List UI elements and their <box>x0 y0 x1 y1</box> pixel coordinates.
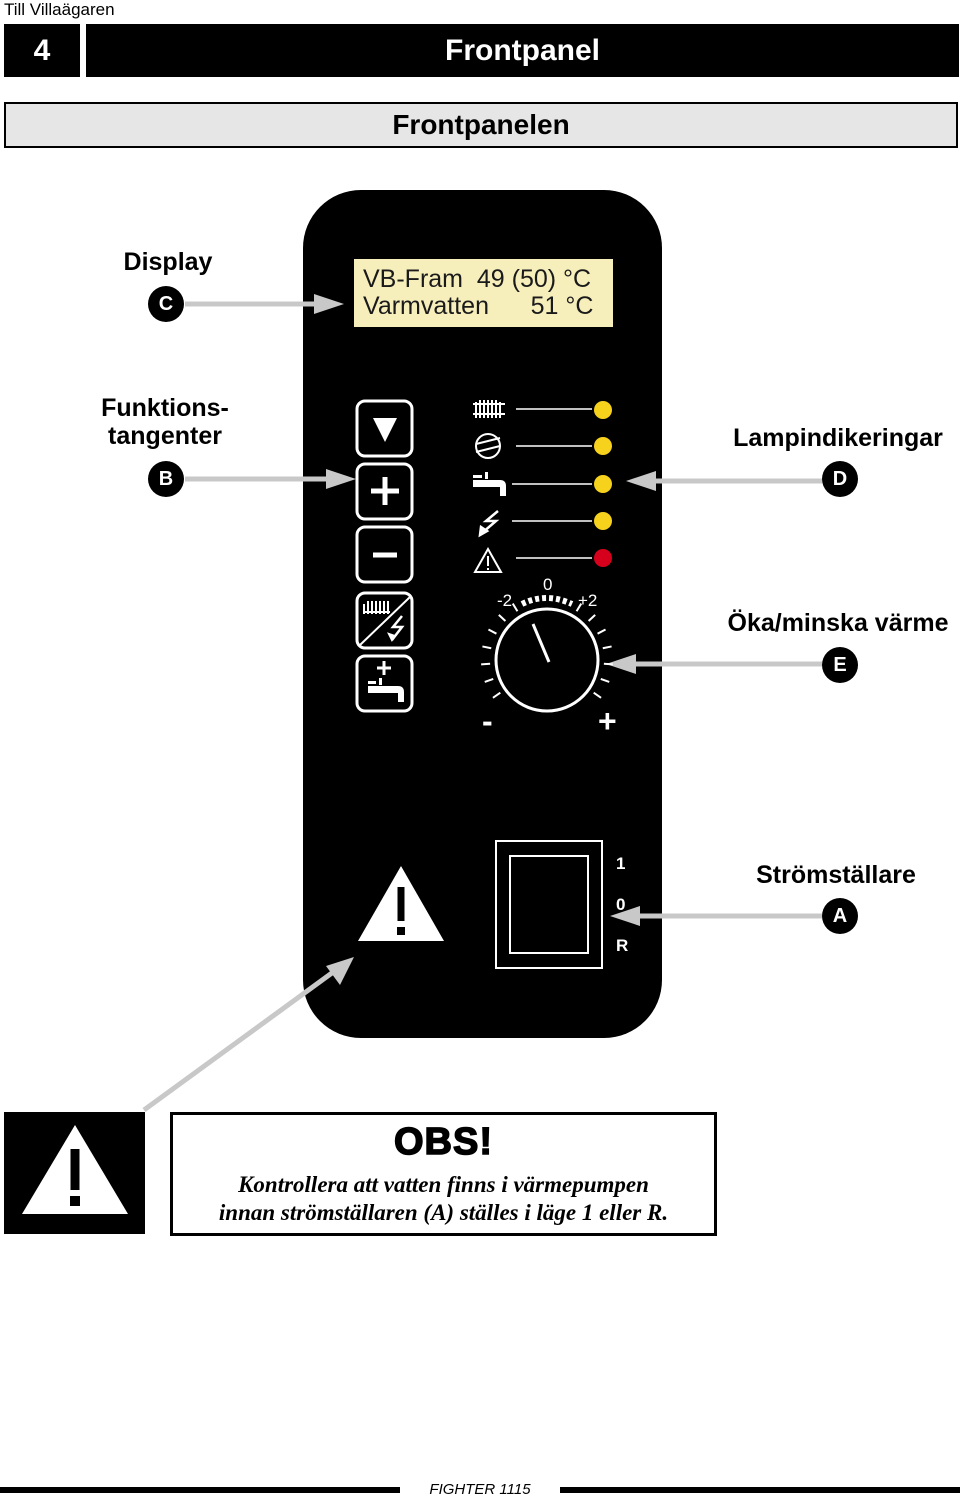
dial-label: Öka/minska värme <box>727 609 949 637</box>
dial-tick <box>587 614 596 622</box>
notice-box: OBS! Kontrollera att vatten finns i värm… <box>170 1112 717 1236</box>
lamp-row-5 <box>516 549 612 567</box>
lamp-row-4 <box>512 512 612 530</box>
lamp-row-1 <box>516 401 612 419</box>
lamp-electric-heater <box>594 512 612 530</box>
function-key-menu[interactable] <box>355 399 414 458</box>
dial-tick <box>511 603 519 612</box>
lamps-label: Lampindikeringar <box>733 424 943 452</box>
compressor-icon <box>475 433 501 459</box>
footer-rule-right <box>560 1487 960 1493</box>
arrow-function-keys <box>185 469 356 489</box>
footer-model: FIGHTER 1115 <box>429 1481 531 1498</box>
lcd-line-1: VB-Fram 49 (50) °C <box>363 265 592 293</box>
arrow-lamps <box>626 471 822 491</box>
panel-warning-icon <box>358 866 444 941</box>
tap-icon <box>473 472 506 496</box>
dial-plus-sign: + <box>598 703 617 739</box>
dial-minus-sign: - <box>482 703 493 739</box>
dial-tick <box>602 645 612 650</box>
dial-tick <box>603 662 613 666</box>
power-switch[interactable] <box>495 840 603 969</box>
dial-tick <box>487 628 497 635</box>
badge-d: D <box>822 461 858 497</box>
display-label: Display <box>123 248 213 276</box>
lamp-row-3 <box>512 475 612 493</box>
arrow-display <box>185 294 344 314</box>
dial-pointer <box>531 623 551 663</box>
dial-tick <box>593 691 602 699</box>
chapter-title: Frontpanel <box>86 24 959 77</box>
function-key-minus[interactable] <box>355 525 414 584</box>
function-key-heat-mode[interactable] <box>355 591 414 650</box>
function-keys-label: Funktions- tangenter <box>60 394 270 450</box>
arrow-warning <box>142 957 354 1113</box>
lamp-radiator <box>594 401 612 419</box>
notice-text: Kontrollera att vatten finns i värmepump… <box>173 1171 714 1227</box>
function-keys-label-line-2: tangenter <box>108 422 222 450</box>
warning-icon <box>473 546 503 573</box>
badge-b: B <box>148 461 184 497</box>
switch-position-1: 1 <box>616 854 626 873</box>
dial-zero-marker <box>520 595 574 607</box>
notice-line-1: Kontrollera att vatten finns i värmepump… <box>238 1172 649 1197</box>
switch-position-r: R <box>616 936 629 955</box>
lcd-line-2: Varmvatten 51 °C <box>363 292 594 320</box>
notice-line-2: innan strömställaren (A) ställes i läge … <box>218 1200 669 1225</box>
lcd-display: VB-Fram 49 (50) °C Varmvatten 51 °C <box>354 259 613 327</box>
arrow-power-switch <box>610 906 822 926</box>
footer-rule-left <box>0 1487 400 1493</box>
power-switch-rocker <box>509 855 589 954</box>
function-key-hot-water[interactable] <box>355 654 414 713</box>
dial-tick <box>492 691 501 699</box>
dial-tick <box>484 677 494 683</box>
function-key-plus[interactable] <box>355 462 414 521</box>
arrow-dial <box>606 654 822 674</box>
dial-tick <box>600 677 610 683</box>
lamp-row-2 <box>516 437 612 455</box>
triangle-down-icon <box>373 418 397 442</box>
badge-c: C <box>148 286 184 322</box>
dial-tick <box>482 645 492 650</box>
dial-ticks <box>481 603 613 699</box>
badge-a: A <box>822 898 858 934</box>
dial-tick <box>597 628 607 635</box>
plus-icon <box>371 477 399 505</box>
dial-scale-max: +2 <box>578 591 598 610</box>
chapter-number: 4 <box>4 24 80 77</box>
radiator-icon <box>473 400 505 418</box>
notice-warning-icon <box>4 1112 145 1234</box>
dial-tick <box>575 603 583 612</box>
lightning-icon <box>478 510 500 538</box>
function-keys-label-line-1: Funktions- <box>101 394 229 422</box>
switch-position-0: 0 <box>616 895 626 914</box>
dial-scale-mid: 0 <box>543 575 553 594</box>
heat-dial[interactable] <box>481 595 613 713</box>
badge-e: E <box>822 647 858 683</box>
dial-tick <box>498 614 507 622</box>
lamp-compressor <box>594 437 612 455</box>
section-title: Frontpanelen <box>4 102 958 148</box>
dial-scale-min: -2 <box>497 591 513 610</box>
notice-title: OBS! <box>393 1120 493 1164</box>
dial-tick <box>481 662 491 666</box>
lamp-alarm <box>594 549 612 567</box>
tap-plus-icon <box>368 661 404 702</box>
power-switch-label: Strömställare <box>756 861 916 889</box>
running-head: Till Villaägaren <box>4 0 115 19</box>
lamp-hot-water <box>594 475 612 493</box>
radiator-lightning-icon <box>359 596 411 646</box>
